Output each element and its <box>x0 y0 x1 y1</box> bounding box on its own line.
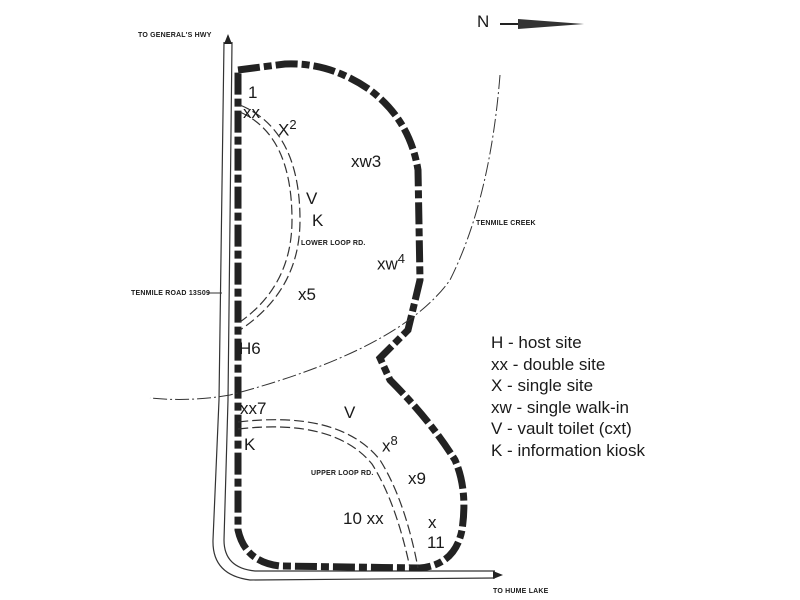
site-8-type: x <box>382 436 391 456</box>
legend-host-site: H - host site <box>491 333 582 352</box>
lower-loop-road <box>239 104 301 331</box>
site-1-type: xx <box>243 103 260 122</box>
site-2: X2 <box>278 118 297 139</box>
tenmile-creek <box>149 74 501 400</box>
road-label-generals-hwy: TO GENERAL'S HWY <box>138 32 212 39</box>
site-8: x8 <box>382 434 398 455</box>
kiosk-upper: K <box>244 435 256 454</box>
legend-vault-toilet: V - vault toilet (cxt) <box>491 419 632 438</box>
site-5: x5 <box>298 285 316 304</box>
legend-single-walk-in: xw - single walk-in <box>491 397 629 417</box>
site-3: xw3 <box>351 152 382 171</box>
site-2-num: 2 <box>289 117 297 132</box>
site-11: 11 <box>427 533 445 552</box>
upper-loop-road <box>237 419 419 569</box>
site-11-type: x <box>428 513 437 532</box>
vault-toilet-upper: V <box>344 403 356 422</box>
site-7: xx7 <box>240 399 267 418</box>
road-label-hume-lake: TO HUME LAKE <box>493 588 549 595</box>
site-9: x9 <box>408 469 426 488</box>
road-label-lower-loop: LOWER LOOP RD. <box>301 240 366 247</box>
site-10: 10 xx <box>343 509 384 528</box>
site-8-num: 8 <box>390 433 398 448</box>
legend-information-kiosk: K - information kiosk <box>491 440 645 460</box>
legend-single-site: X - single site <box>491 376 594 395</box>
north-label: N <box>477 12 490 31</box>
site-4-type: xw <box>377 254 398 274</box>
creek-label: TENMILE CREEK <box>476 220 536 227</box>
main-road <box>212 41 496 581</box>
road-arrow-up-icon <box>224 34 232 44</box>
site-1: 1 <box>248 83 258 102</box>
vault-toilet-lower: V <box>306 189 318 208</box>
kiosk-lower: K <box>312 211 324 230</box>
legend-double-site: xx - double site <box>491 354 606 374</box>
road-label-tenmile-road: TENMILE ROAD 13S09 <box>131 290 211 297</box>
site-6: H6 <box>239 339 261 358</box>
north-arrow-icon <box>500 19 584 29</box>
site-4: xw4 <box>377 252 405 273</box>
map-legend: H - host site xx - double site X - singl… <box>491 332 645 461</box>
campground-trail <box>234 60 468 572</box>
site-4-num: 4 <box>397 251 406 266</box>
road-arrow-right-icon <box>493 571 503 579</box>
site-2-type: X <box>278 120 290 140</box>
road-label-upper-loop: UPPER LOOP RD. <box>311 470 374 477</box>
